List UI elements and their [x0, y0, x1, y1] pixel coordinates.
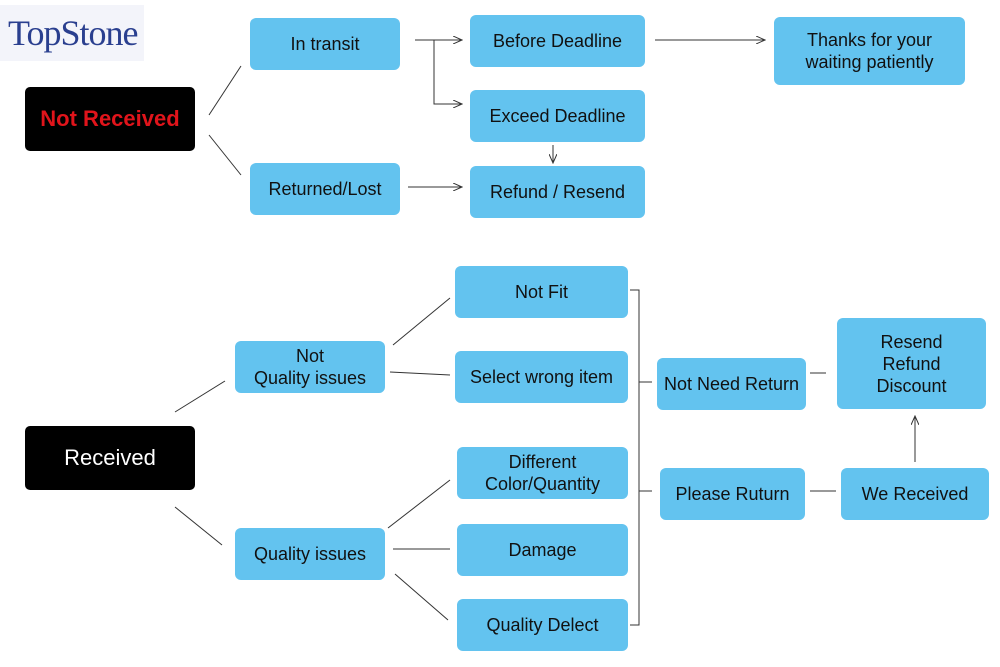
- not-quality-issues-label: Not Quality issues: [253, 346, 367, 388]
- not-received-label: Not Received: [40, 106, 180, 131]
- thanks-node: Thanks for your waiting patiently: [774, 17, 965, 85]
- we-received-node: We Received: [841, 468, 989, 520]
- returned-lost-label: Returned/Lost: [268, 179, 382, 199]
- different-color-quantity-node: Different Color/Quantity: [457, 447, 628, 499]
- quality-defect-node: Quality Delect: [457, 599, 628, 651]
- resend-refund-discount-node: Resend Refund Discount: [837, 318, 986, 409]
- not-quality-issues-node: Not Quality issues: [235, 341, 385, 393]
- topstone-logo: TopStone: [0, 5, 144, 61]
- damage-label: Damage: [508, 540, 577, 560]
- quality-defect-label: Quality Delect: [486, 615, 599, 635]
- exceed-deadline-label: Exceed Deadline: [489, 106, 626, 126]
- select-wrong-item-label: Select wrong item: [469, 367, 614, 387]
- refund-resend-label: Refund / Resend: [489, 182, 626, 202]
- received-node: Received: [25, 426, 195, 490]
- before-deadline-label: Before Deadline: [492, 31, 623, 51]
- select-wrong-item-node: Select wrong item: [455, 351, 628, 403]
- in-transit-node: In transit: [250, 18, 400, 70]
- received-label: Received: [64, 445, 156, 470]
- damage-node: Damage: [457, 524, 628, 576]
- not-need-return-node: Not Need Return: [657, 358, 806, 410]
- not-need-return-label: Not Need Return: [663, 374, 800, 394]
- we-received-label: We Received: [861, 484, 969, 504]
- exceed-deadline-node: Exceed Deadline: [470, 90, 645, 142]
- resend-refund-discount-label: Resend Refund Discount: [876, 331, 947, 396]
- different-color-quantity-label: Different Color/Quantity: [484, 452, 601, 494]
- in-transit-label: In transit: [290, 34, 360, 54]
- quality-issues-node: Quality issues: [235, 528, 385, 580]
- please-return-node: Please Ruturn: [660, 468, 805, 520]
- not-received-node: Not Received: [25, 87, 195, 151]
- not-fit-node: Not Fit: [455, 266, 628, 318]
- refund-resend-node: Refund / Resend: [470, 166, 645, 218]
- please-return-label: Please Ruturn: [675, 484, 790, 504]
- before-deadline-node: Before Deadline: [470, 15, 645, 67]
- quality-issues-label: Quality issues: [253, 544, 367, 564]
- returned-lost-node: Returned/Lost: [250, 163, 400, 215]
- thanks-label: Thanks for your waiting patiently: [805, 30, 934, 72]
- not-fit-label: Not Fit: [514, 282, 568, 302]
